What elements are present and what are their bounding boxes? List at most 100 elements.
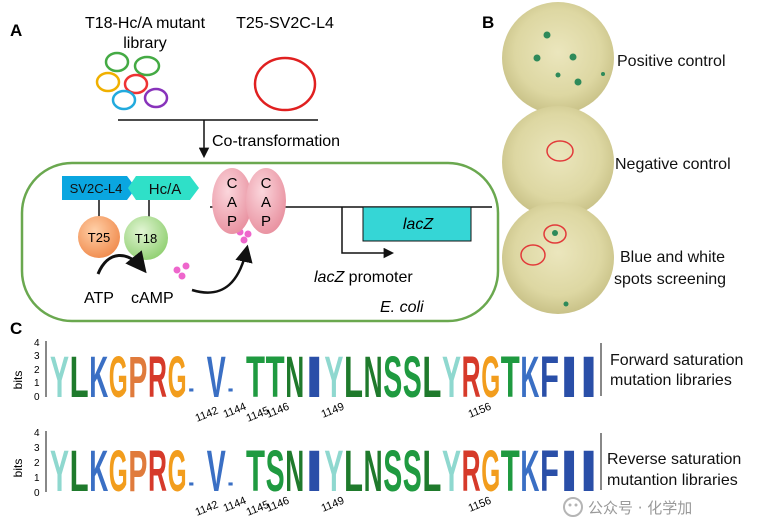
reverse-logo-residue-25: F: [540, 439, 559, 504]
cap-left-a: A: [227, 194, 237, 211]
reverse-logo-residue-24: K: [520, 439, 539, 504]
plate-screening: [502, 202, 614, 314]
lacz-gene: [362, 206, 472, 242]
panel-a-label: A: [10, 21, 22, 40]
cap-right-c: C: [261, 175, 272, 192]
reverse-logo-residue-11: S: [266, 439, 285, 504]
screening-colony: [552, 230, 558, 236]
reverse-logo-residue-0: Y: [50, 439, 69, 504]
t25-domain: [78, 216, 120, 258]
cotransform-label: Co-transformation: [212, 133, 340, 150]
watermark-text: 公众号 · 化学加: [588, 499, 692, 517]
reverse-logo-residue-27: I: [579, 439, 598, 504]
forward-ytick-2: 2: [34, 365, 40, 376]
panel-b-label: B: [482, 13, 494, 32]
plate-label-screening-1: Blue and white: [620, 249, 725, 266]
reverse-ytick-3: 3: [34, 443, 40, 454]
blue-colonies: [533, 31, 605, 86]
reverse-logo-residue-19: L: [422, 439, 441, 504]
forward-logo-residue-15: L: [344, 345, 363, 410]
reverse-logo-residue-4: P: [128, 439, 147, 504]
hca-box: [128, 176, 199, 200]
reverse-ytick-4: 4: [34, 428, 40, 439]
cap-subunit-right: [246, 168, 286, 234]
forward-logo-residue-21: R: [462, 345, 481, 410]
screening-colony-2: [563, 301, 569, 307]
forward-logo-residue-20: Y: [442, 345, 461, 410]
reverse-logo-axis: bits 4 3 2 1 0: [11, 428, 47, 499]
reverse-logo-residue-9: ·: [226, 474, 236, 496]
reverse-label-1: Reverse saturation: [607, 451, 741, 468]
ecoli-cell: [20, 161, 500, 323]
reverse-ytick-1: 1: [34, 473, 40, 484]
reverse-pos-1142: 1142: [194, 499, 220, 519]
reverse-logo-residue-20: Y: [442, 439, 461, 504]
forward-logo-residue-8: V: [207, 345, 226, 410]
forward-logo-residue-6: G: [168, 345, 187, 410]
atp-camp-arrow: [96, 250, 147, 275]
t18-label: T18: [135, 231, 157, 246]
forward-logo-residue-14: Y: [324, 345, 343, 410]
forward-logo-residue-1: L: [70, 345, 89, 410]
forward-logo-residue-19: L: [422, 345, 441, 410]
screening-highlight-2: [520, 244, 546, 266]
reverse-logo-residue-16: N: [364, 439, 383, 504]
forward-pos-1142: 1142: [194, 405, 220, 425]
atp-label: ATP: [84, 290, 114, 307]
panel-c-label: C: [10, 319, 22, 338]
reverse-label-2: mutantion libraries: [607, 472, 738, 489]
reverse-logo-residue-23: T: [501, 439, 520, 504]
reverse-logo-residue-8: V: [207, 439, 226, 504]
reverse-logo-residue-3: G: [109, 439, 128, 504]
reverse-logo-residue-18: S: [403, 439, 422, 504]
reverse-logo-residue-17: S: [383, 439, 402, 504]
cap-right-a: A: [261, 194, 271, 211]
forward-logo-residue-25: F: [540, 345, 559, 410]
forward-logo-residue-5: R: [148, 345, 167, 410]
t18-domain: [124, 216, 168, 260]
cap-left-p: P: [227, 213, 237, 230]
forward-logo-residue-17: S: [383, 345, 402, 410]
plate-negative: [502, 106, 614, 218]
forward-logo-residue-13: I: [305, 345, 324, 410]
library-label-line2: library: [123, 35, 167, 52]
reverse-bits-label: bits: [11, 459, 25, 478]
reverse-logo-residue-5: R: [148, 439, 167, 504]
plate-label-positive: Positive control: [617, 53, 726, 70]
panel-b: B Positive control Negative control Blue…: [482, 2, 731, 314]
forward-logo-residue-22: G: [481, 345, 500, 410]
plate-label-screening-2: spots screening: [614, 271, 726, 288]
cap-right-p: P: [261, 213, 271, 230]
t25-label: T25: [88, 230, 110, 245]
forward-logo-residue-7: ·: [187, 380, 197, 402]
forward-logo-residue-2: K: [89, 345, 108, 410]
forward-logo-axis: bits 4 3 2 1 0: [11, 338, 47, 403]
camp-label: cAMP: [131, 290, 174, 307]
reverse-logo-residue-22: G: [481, 439, 500, 504]
hca-label: Hc/A: [149, 181, 182, 198]
forward-logo-residue-10: T: [246, 345, 265, 410]
lacz-label: lacZ: [403, 216, 434, 233]
forward-logo-residue-23: T: [501, 345, 520, 410]
reverse-logo-residue-1: L: [70, 439, 89, 504]
forward-bits-label: bits: [11, 371, 25, 390]
promoter-arrow: [341, 207, 395, 259]
reverse-logo-residue-12: N: [285, 439, 304, 504]
forward-logo-residue-27: I: [579, 345, 598, 410]
mutant-library-rings: [95, 51, 169, 111]
forward-logo-residue-9: ·: [226, 380, 236, 402]
forward-logo-residue-26: I: [560, 345, 579, 410]
panel-a: A T18-Hc/A mutant library T25-SV2C-L4 Co…: [10, 15, 500, 323]
plasmid-label: T25-SV2C-L4: [236, 15, 334, 32]
plate-positive: [502, 2, 614, 114]
promoter-label: lacZ promoter: [314, 269, 413, 286]
sv2c-box: [62, 176, 136, 200]
forward-ytick-0: 0: [34, 392, 40, 403]
reverse-logo-residue-21: R: [462, 439, 481, 504]
reverse-logo-residue-6: G: [168, 439, 187, 504]
forward-logo-residue-24: K: [520, 345, 539, 410]
